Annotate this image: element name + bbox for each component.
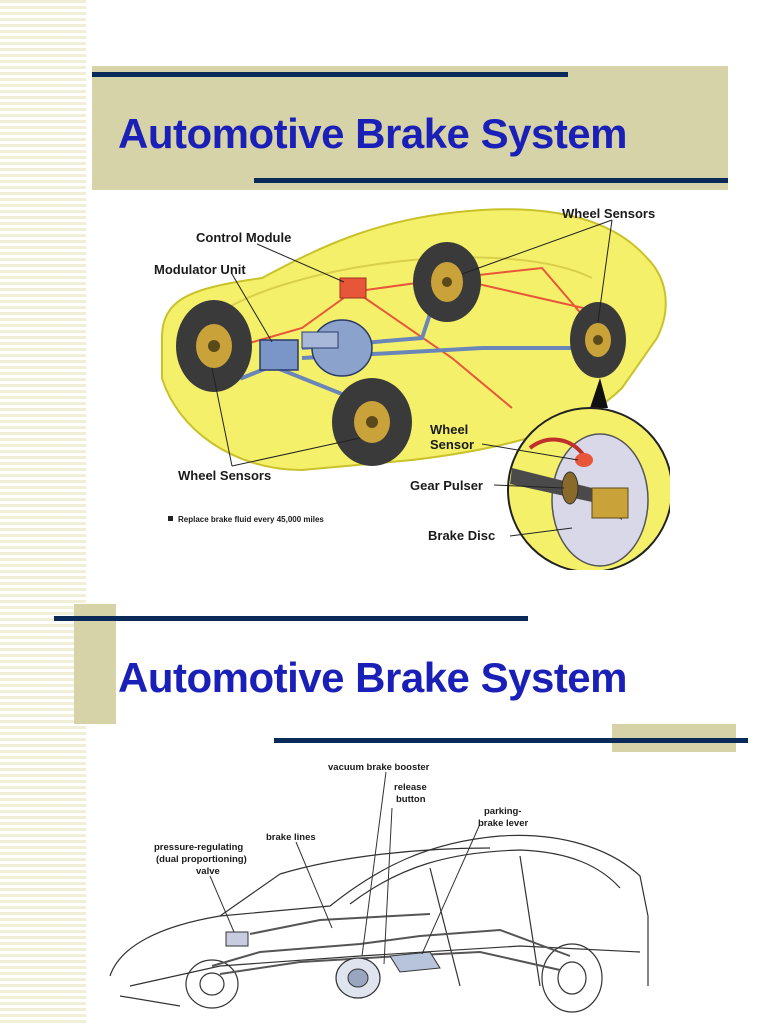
label-release-line1: release xyxy=(394,782,427,793)
label-gear-pulser: Gear Pulser xyxy=(410,478,483,493)
label-fluid-note: Replace brake fluid every 45,000 miles xyxy=(178,515,324,524)
slide-2: Automotive Brake System xyxy=(0,580,768,1024)
label-vacuum-brake-booster: vacuum brake booster xyxy=(328,762,430,773)
master-cylinder-shape xyxy=(301,331,339,349)
label-parking-line1: parking- xyxy=(484,806,521,817)
label-release-line2: button xyxy=(396,794,426,805)
rear-right-wheel xyxy=(570,302,626,378)
front-right-wheel xyxy=(332,378,412,466)
label-control-module: Control Module xyxy=(196,230,291,245)
front-left-wheel xyxy=(176,300,252,392)
slide-1-title: Automotive Brake System xyxy=(118,110,628,157)
label-wheel-sensors-top: Wheel Sensors xyxy=(562,206,655,221)
slide-1: Automotive Brake System xyxy=(92,66,728,570)
inset-hub xyxy=(591,487,629,519)
label-valve-line3: valve xyxy=(196,866,220,877)
brake-lines-paths xyxy=(211,913,571,975)
title-bottom-bar xyxy=(254,178,728,183)
label-brake-disc: Brake Disc xyxy=(428,528,495,543)
abs-diagram-svg: Control Module Modulator Unit Wheel Sens… xyxy=(154,206,670,570)
label-valve-line2: (dual proportioning) xyxy=(156,854,247,865)
inset-sensor-wire xyxy=(528,437,586,458)
car-body-contour xyxy=(211,256,593,319)
slide-1-title-box xyxy=(92,66,728,190)
slide-2-top-bar xyxy=(54,616,528,621)
label-wheel-sensor-line2: Sensor xyxy=(430,437,474,452)
title-top-bar xyxy=(92,72,568,77)
parking-brake-lever-shape xyxy=(389,951,441,973)
label-parking-line2: brake lever xyxy=(478,818,528,829)
leader-lines xyxy=(211,219,613,537)
label-brake-lines: brake lines xyxy=(266,832,316,843)
slide-2-bottom-bar xyxy=(274,738,748,743)
label-modulator-unit: Modulator Unit xyxy=(154,262,246,277)
label-valve-line1: pressure-regulating xyxy=(154,842,243,853)
brake-layout-svg: vacuum brake booster release button park… xyxy=(109,762,649,1013)
slide-2-title: Automotive Brake System xyxy=(118,654,628,701)
control-module-box xyxy=(339,277,367,299)
note-bullet xyxy=(168,516,173,521)
inset-gear-pulser xyxy=(561,471,579,505)
inset-wheel-sensor xyxy=(575,453,593,467)
label-wheel-sensor-line1: Wheel xyxy=(430,422,468,437)
side-stripe-decoration xyxy=(0,0,86,1024)
brake-layout-diagram: vacuum brake booster release button park… xyxy=(100,756,660,1024)
rear-left-wheel xyxy=(413,242,481,322)
abs-diagram: Control Module Modulator Unit Wheel Sens… xyxy=(152,198,670,570)
proportioning-valve-shape xyxy=(225,931,249,947)
vacuum-booster-core xyxy=(347,968,369,988)
car-outline xyxy=(109,834,649,1013)
slide-2-accent-box-left xyxy=(74,604,116,724)
inset-pointer xyxy=(590,378,608,408)
label-wheel-sensors-bottom: Wheel Sensors xyxy=(178,468,271,483)
leader-lines-2 xyxy=(209,771,481,965)
modulator-unit-box xyxy=(259,339,299,371)
